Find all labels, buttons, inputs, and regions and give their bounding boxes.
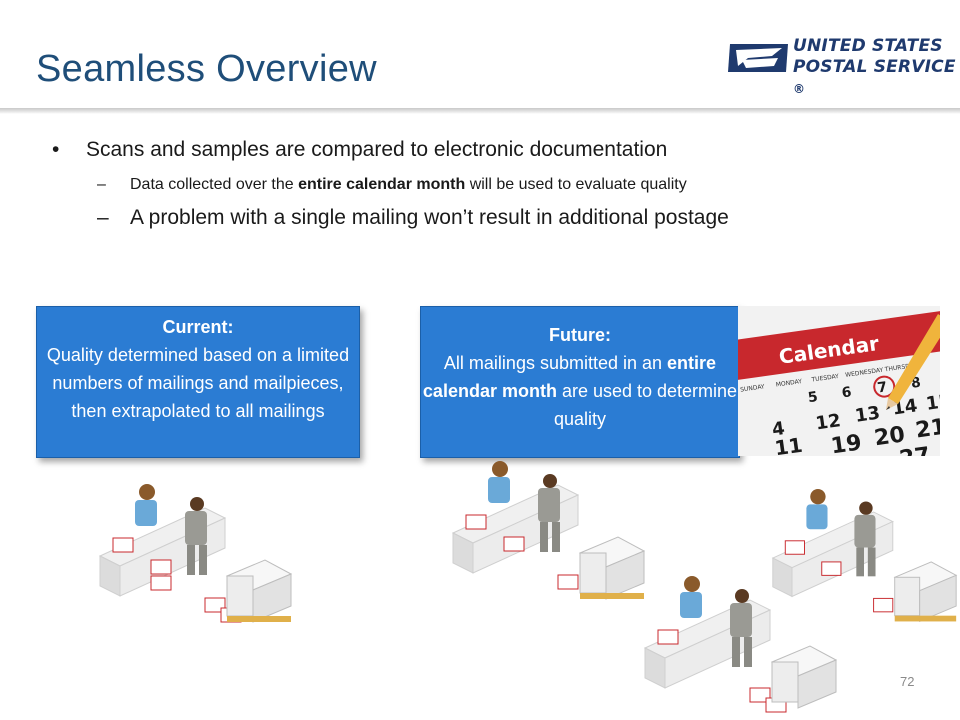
current-callout: Current: Quality determined based on a l… <box>36 306 360 458</box>
svg-text:11: 11 <box>773 433 804 456</box>
svg-text:8: 8 <box>910 375 922 392</box>
sub1-text-bold: entire calendar month <box>298 176 466 193</box>
bullet-item-main: • Scans and samples are compared to elec… <box>50 136 940 164</box>
customer-figure-icon <box>185 497 207 575</box>
clerk-figure-icon <box>488 461 510 503</box>
mail-counter-scene-4 <box>643 576 838 713</box>
mail-counter-scene-1 <box>98 484 293 623</box>
logo-line2: POSTAL SERVICE <box>793 57 956 77</box>
mail-counter-scene-2 <box>451 461 646 600</box>
dash-icon: – <box>97 206 109 229</box>
slide-title: Seamless Overview <box>36 48 377 90</box>
customer-figure-icon <box>538 474 560 552</box>
page-number: 72 <box>900 674 915 689</box>
svg-text:6: 6 <box>841 384 853 401</box>
pallet-icon <box>578 536 646 600</box>
bullet-list: • Scans and samples are compared to elec… <box>50 136 940 232</box>
svg-text:15: 15 <box>925 391 940 415</box>
sub1-text-pre: Data collected over the <box>130 176 299 193</box>
customer-figure-icon <box>854 501 876 577</box>
svg-text:27: 27 <box>898 443 932 456</box>
svg-text:SUNDAY: SUNDAY <box>740 383 766 393</box>
svg-text:13: 13 <box>854 403 882 427</box>
pallet-icon <box>893 561 958 623</box>
future-callout: Future: All mailings submitted in an ent… <box>420 306 740 458</box>
logo-registered: ® <box>793 82 806 96</box>
package-stack-icon <box>784 540 894 613</box>
svg-text:4: 4 <box>771 418 786 441</box>
logo-line1: UNITED STATES <box>793 36 943 56</box>
clerk-figure-icon <box>806 488 828 530</box>
pallet-icon <box>225 559 293 623</box>
title-divider <box>0 108 960 114</box>
sub1-text-post: will be used to evaluate quality <box>465 176 687 193</box>
clerk-figure-icon <box>135 484 157 526</box>
svg-text:21: 21 <box>914 415 940 444</box>
dash-icon: – <box>97 176 106 193</box>
current-heading: Current: <box>162 317 234 337</box>
calendar-header <box>738 308 940 382</box>
mail-counter-scene-3 <box>771 488 958 623</box>
bullet-main-text: Scans and samples are compared to electr… <box>86 138 668 161</box>
circled-date-icon <box>873 375 896 398</box>
clerk-figure-icon <box>680 576 702 618</box>
package-stack-icon <box>465 514 579 590</box>
future-body: All mailings submitted in an entire cale… <box>422 353 738 429</box>
customer-figure-icon <box>730 589 752 667</box>
sub2-text: A problem with a single mailing won’t re… <box>130 206 729 229</box>
svg-text:19: 19 <box>829 430 863 456</box>
future-heading: Future: <box>549 325 611 345</box>
svg-text:5: 5 <box>807 389 819 406</box>
svg-text:7: 7 <box>876 379 888 396</box>
pencil-icon <box>886 314 940 410</box>
bullet-sub-item-2: – A problem with a single mailing won’t … <box>50 204 940 232</box>
svg-text:THURSDAY: THURSDAY <box>883 362 917 374</box>
svg-text:20: 20 <box>873 422 907 451</box>
svg-text:12: 12 <box>814 410 842 434</box>
svg-text:TUESDAY: TUESDAY <box>810 373 840 384</box>
bullet-sub-item-1: – Data collected over the entire calenda… <box>50 174 940 196</box>
eagle-logo-icon <box>728 44 788 72</box>
pallet-icon <box>770 645 838 709</box>
svg-text:28: 28 <box>939 433 940 456</box>
current-body: Quality determined based on a limited nu… <box>46 345 350 421</box>
calendar-image: Calendar SUNDAY MONDAY TUESDAY WEDNESDAY… <box>738 306 940 456</box>
svg-text:MONDAY: MONDAY <box>775 378 802 389</box>
bullet-icon: • <box>52 138 60 161</box>
